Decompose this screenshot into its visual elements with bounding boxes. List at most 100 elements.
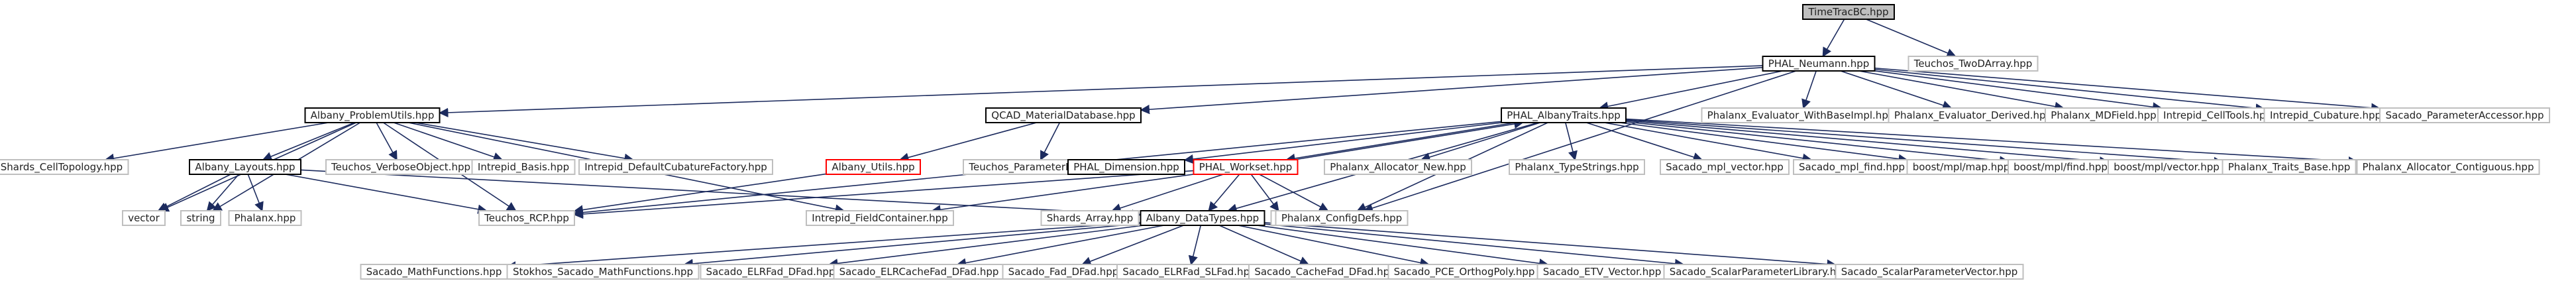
node-shards-array[interactable]: Shards_Array.hpp bbox=[1040, 210, 1140, 226]
edge-albany-datatypes-to-stokhos-sacado-mathfunctions bbox=[683, 223, 1141, 269]
edge-albany-datatypes-to-sacado-elrfad-slfad bbox=[1188, 225, 1202, 266]
node-string[interactable]: string bbox=[180, 210, 221, 226]
node-teuchos-rcp[interactable]: Teuchos_RCP.hpp bbox=[478, 210, 575, 226]
node-sacado-pce-orthogpoly[interactable]: Sacado_PCE_OrthogPoly.hpp bbox=[1387, 264, 1541, 280]
edge-phal-workset-to-phal-albanytraits bbox=[1294, 119, 1524, 160]
node-intrepid-celltools[interactable]: Intrepid_CellTools.hpp bbox=[2157, 107, 2278, 123]
node-phalanx-mdfield[interactable]: Phalanx_MDField.hpp bbox=[2045, 107, 2163, 123]
node-label: Shards_Array.hpp bbox=[1047, 212, 1134, 225]
edge-phal-albanytraits-to-sacado-mpl-find bbox=[1604, 122, 1813, 163]
node-box bbox=[189, 159, 301, 175]
edge-albany-datatypes-to-sacado-elrcachefad-dfad bbox=[956, 225, 1165, 268]
edge bbox=[393, 122, 504, 162]
node-label: Intrepid_CellTools.hpp bbox=[2163, 109, 2272, 122]
node-vector[interactable]: vector bbox=[122, 210, 166, 226]
node-intrepid-cubature[interactable]: Intrepid_Cubature.hpp bbox=[2263, 107, 2388, 123]
node-sacado-mathfunctions[interactable]: Sacado_MathFunctions.hpp bbox=[360, 264, 508, 280]
edge-albany-layouts-to-phalanx bbox=[247, 174, 264, 212]
node-sacado-mpl-vector[interactable]: Sacado_mpl_vector.hpp bbox=[1660, 159, 1790, 175]
node-label: Sacado_CacheFad_DFad.hpp bbox=[1254, 266, 1395, 278]
edge bbox=[1866, 19, 1957, 58]
node-label: Sacado_ETV_Vector.hpp bbox=[1543, 266, 1662, 278]
node-label: Intrepid_FieldContainer.hpp bbox=[812, 212, 947, 225]
node-label: Phalanx_Evaluator_Derived.hpp bbox=[1894, 109, 2052, 122]
edge-phal-neumann-to-intrepid-cubature bbox=[1874, 68, 2265, 113]
node-phalanx-typestrings[interactable]: Phalanx_TypeStrings.hpp bbox=[1509, 159, 1645, 175]
node-intrepid-fieldcontainer[interactable]: Intrepid_FieldContainer.hpp bbox=[806, 210, 954, 226]
node-sacado-parameteraccessor[interactable]: Sacado_ParameterAccessor.hpp bbox=[2379, 107, 2550, 123]
node-label: Sacado_ELRFad_SLFad.hpp bbox=[1122, 266, 1256, 278]
node-sacado-elrcachefad-dfad[interactable]: Sacado_ELRCacheFad_DFad.hpp bbox=[833, 264, 1005, 280]
node-albany-datatypes[interactable]: Albany_DataTypes.hpp bbox=[1140, 210, 1265, 226]
node-label: Sacado_ELRFad_DFad.hpp bbox=[706, 266, 835, 278]
edge-albany-problemutils-to-intrepid-basis bbox=[393, 122, 504, 162]
node-phalanx-allocator-contiguous[interactable]: Phalanx_Allocator_Contiguous.hpp bbox=[2356, 159, 2540, 175]
node-intrepid-basis[interactable]: Intrepid_Basis.hpp bbox=[471, 159, 576, 175]
edge bbox=[1874, 68, 2265, 113]
node-shards-celltopology[interactable]: Shards_CellTopology.hpp bbox=[0, 159, 129, 175]
node-phal-albanytraits[interactable]: PHAL_AlbanyTraits.hpp bbox=[1501, 107, 1627, 123]
node-phalanx-evaluator-withbaseimpl[interactable]: Phalanx_Evaluator_WithBaseImpl.hpp bbox=[1701, 107, 1901, 123]
node-albany-layouts[interactable]: Albany_Layouts.hpp bbox=[189, 159, 301, 175]
edge bbox=[1183, 122, 1503, 164]
node-sacado-elrfad-dfad[interactable]: Sacado_ELRFad_DFad.hpp bbox=[700, 264, 841, 280]
edge bbox=[1040, 122, 1061, 161]
node-intrepid-defaultcubaturefactory[interactable]: Intrepid_DefaultCubatureFactory.hpp bbox=[578, 159, 773, 175]
edge bbox=[1604, 122, 1813, 163]
edge-phal-albanytraits-to-phalanx-allocator-contiguous bbox=[1625, 118, 2358, 166]
edge-timetracbc-to-phal-neumann bbox=[1822, 19, 1845, 58]
edge-albany-problemutils-to-teuchos-verboseobject bbox=[376, 122, 398, 161]
node-box bbox=[1501, 107, 1627, 123]
edge-phal-neumann-to-albany-problemutils bbox=[439, 65, 1763, 118]
node-box bbox=[2222, 159, 2357, 175]
node-label: Sacado_ParameterAccessor.hpp bbox=[2385, 109, 2544, 122]
edge bbox=[247, 174, 264, 212]
edge-albany-datatypes-to-sacado-scalarparametervector bbox=[1264, 222, 1837, 269]
node-sacado-fad-dfad[interactable]: Sacado_Fad_DFad.hpp bbox=[1002, 264, 1125, 280]
node-timetracbc[interactable]: TimeTracBC.hpp bbox=[1802, 4, 1895, 20]
node-teuchos-verboseobject[interactable]: Teuchos_VerboseObject.hpp bbox=[325, 159, 476, 175]
node-sacado-scalarparametervector[interactable]: Sacado_ScalarParameterVector.hpp bbox=[1835, 264, 2024, 280]
node-sacado-etv-vector[interactable]: Sacado_ETV_Vector.hpp bbox=[1536, 264, 1668, 280]
node-phalanx-configdefs[interactable]: Phalanx_ConfigDefs.hpp bbox=[1275, 210, 1409, 226]
edge bbox=[1264, 223, 1685, 268]
node-qcad-materialdatabase[interactable]: QCAD_MaterialDatabase.hpp bbox=[985, 107, 1142, 123]
node-box bbox=[478, 210, 575, 226]
node-label: Sacado_ELRCacheFad_DFad.hpp bbox=[839, 266, 999, 278]
node-phalanx-evaluator-derived[interactable]: Phalanx_Evaluator_Derived.hpp bbox=[1888, 107, 2059, 123]
edge bbox=[1285, 122, 1515, 164]
edge-albany-datatypes-to-sacado-fad-dfad bbox=[1081, 225, 1184, 266]
edge-timetracbc-to-teuchos-twodarray bbox=[1866, 19, 1957, 58]
node-box bbox=[122, 210, 166, 226]
node-phal-workset[interactable]: PHAL_Workset.hpp bbox=[1193, 159, 1299, 175]
node-teuchos-twodarray[interactable]: Teuchos_TwoDArray.hpp bbox=[1907, 56, 2039, 72]
node-albany-problemutils[interactable]: Albany_ProblemUtils.hpp bbox=[304, 107, 441, 123]
node-phal-neumann[interactable]: PHAL_Neumann.hpp bbox=[1762, 56, 1876, 72]
node-box bbox=[228, 210, 302, 226]
node-sacado-cachefad-dfad[interactable]: Sacado_CacheFad_DFad.hpp bbox=[1248, 264, 1402, 280]
edge bbox=[262, 122, 355, 161]
node-phal-dimension[interactable]: PHAL_Dimension.hpp bbox=[1067, 159, 1185, 175]
node-sacado-scalarparameterlibrary[interactable]: Sacado_ScalarParameterLibrary.hpp bbox=[1663, 264, 1855, 280]
node-box bbox=[1802, 4, 1895, 20]
node-boost-mpl-map[interactable]: boost/mpl/map.hpp bbox=[1906, 159, 2016, 175]
edge-albany-problemutils-to-intrepid-defaultcubaturefactory bbox=[415, 122, 634, 163]
edge-phal-albanytraits-to-sacado-mpl-vector bbox=[1586, 122, 1703, 162]
node-boost-mpl-vector[interactable]: boost/mpl/vector.hpp bbox=[2108, 159, 2226, 175]
edge bbox=[1208, 174, 1240, 212]
node-phalanx-traits-base[interactable]: Phalanx_Traits_Base.hpp bbox=[2222, 159, 2357, 175]
node-phalanx[interactable]: Phalanx.hpp bbox=[228, 210, 302, 226]
node-box bbox=[1835, 264, 2024, 280]
node-phalanx-allocator-new[interactable]: Phalanx_Allocator_New.hpp bbox=[1324, 159, 1472, 175]
node-stokhos-sacado-mathfunctions[interactable]: Stokhos_Sacado_MathFunctions.hpp bbox=[506, 264, 700, 280]
node-albany-utils[interactable]: Albany_Utils.hpp bbox=[826, 159, 921, 175]
node-box bbox=[1275, 210, 1409, 226]
node-sacado-elrfad-slfad[interactable]: Sacado_ELRFad_SLFad.hpp bbox=[1116, 264, 1262, 280]
node-box bbox=[0, 159, 129, 175]
node-boost-mpl-find[interactable]: boost/mpl/find.hpp bbox=[2008, 159, 2114, 175]
edge bbox=[573, 173, 827, 215]
edge bbox=[1420, 122, 1540, 162]
node-sacado-mpl-find[interactable]: Sacado_mpl_find.hpp bbox=[1793, 159, 1911, 175]
edge-phal-neumann-to-phal-albanytraits bbox=[1598, 70, 1783, 111]
edge-albany-layouts-to-albany-datatypes bbox=[300, 169, 1142, 219]
